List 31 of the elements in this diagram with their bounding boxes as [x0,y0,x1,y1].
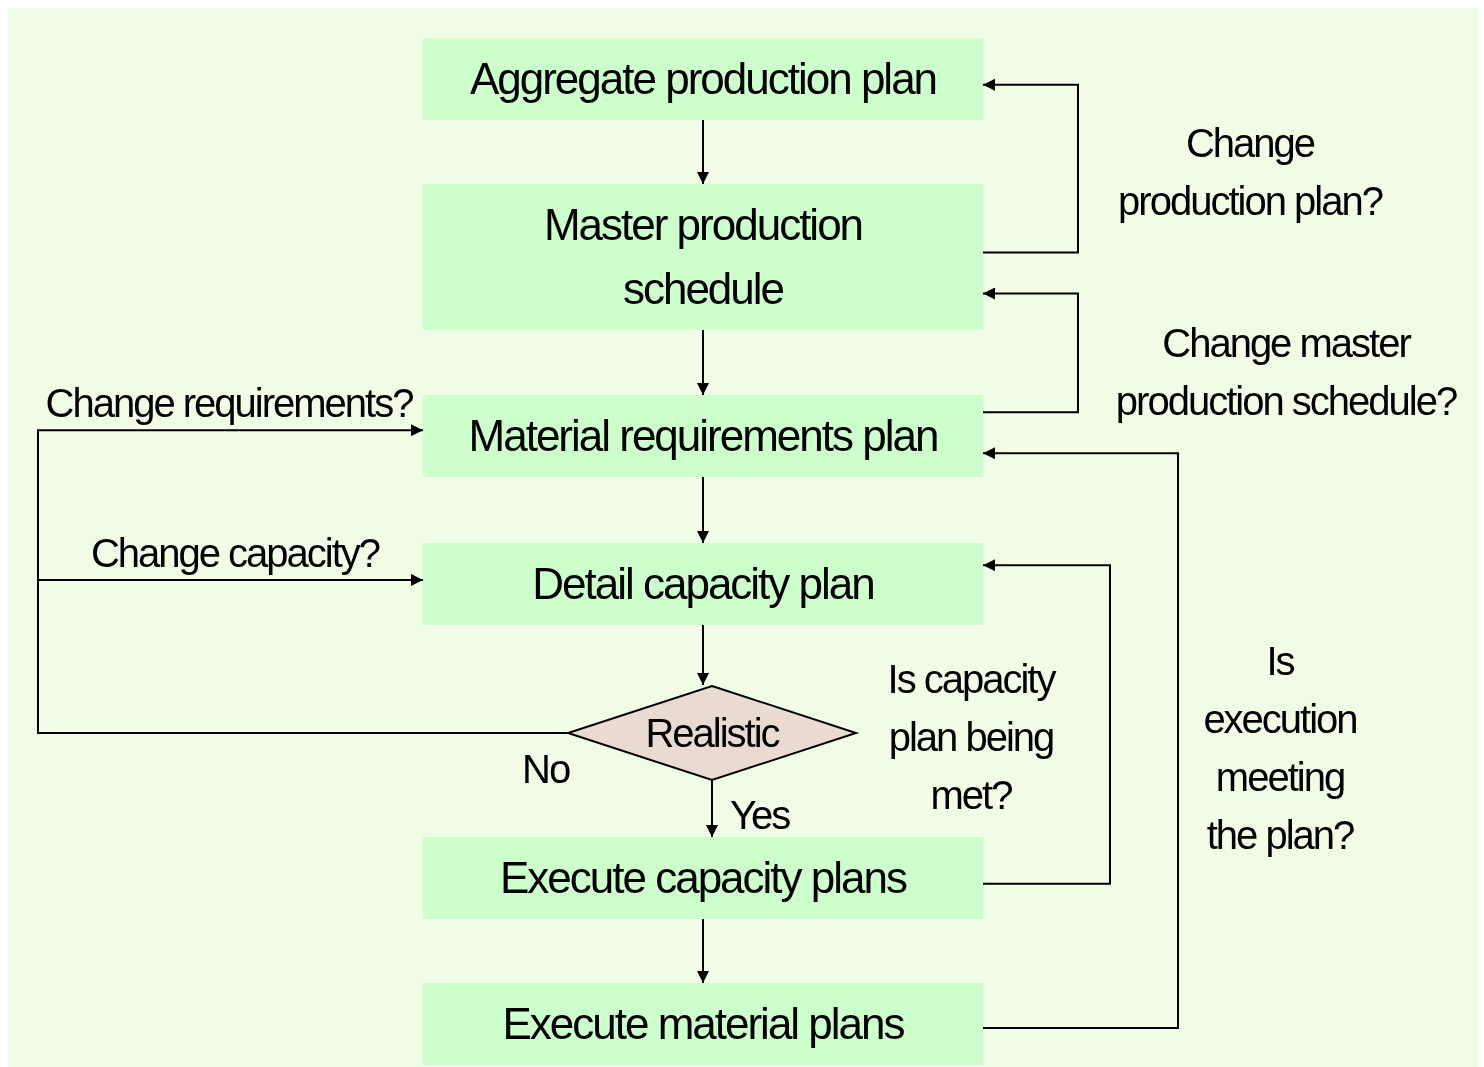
process-box [423,837,983,919]
process-box [423,543,983,625]
arrow [706,780,718,838]
arrow [697,918,709,984]
node-label: Execute material plans [501,998,905,1051]
arrow [697,119,709,185]
node-label: Material requirements plan [467,410,939,463]
arrow [697,476,709,544]
edge-label: Change master production schedule? [1114,320,1458,425]
node-label: Realistic [644,710,781,757]
edge-label: Change production plan? [1117,120,1384,225]
arrow [982,78,1079,254]
edge-label: Change capacity? [89,530,381,577]
node-label: Aggregate production plan [468,53,938,106]
arrow [697,329,709,396]
arrow [697,624,709,686]
branch-label: No [522,746,570,793]
process-box [423,184,983,330]
arrow [982,559,1111,885]
arrow [982,287,1079,414]
edge-label: Change requirements? [44,380,414,427]
process-box [423,395,983,477]
edge-label: Is execution meeting the plan? [1202,638,1358,859]
arrow [982,447,1179,1030]
node-label: Master production schedule [542,199,864,315]
node-label: Detail capacity plan [531,558,875,611]
edge-label: Yes [730,792,791,839]
process-box [423,38,983,120]
node-label: Execute capacity plans [498,852,908,905]
process-box [423,983,983,1065]
edge-label: Is capacity plan being met? [886,656,1056,819]
